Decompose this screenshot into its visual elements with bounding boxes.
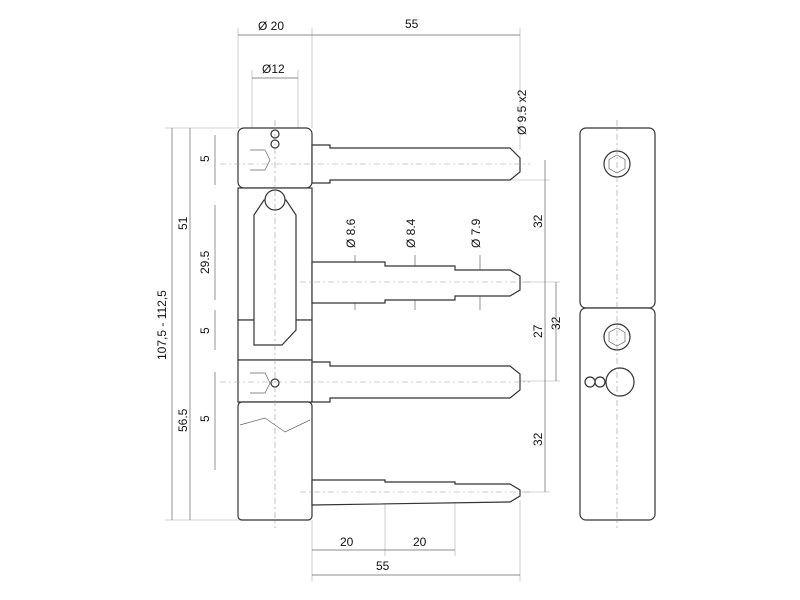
dim-spacing-1: 32 <box>531 214 545 228</box>
dim-pin-diameter: Ø 9.5 x2 <box>515 89 529 135</box>
dim-spacing-4: 32 <box>531 432 545 446</box>
dim-upper-height: 51 <box>176 216 190 230</box>
dim-bottom-length: 55 <box>376 559 390 573</box>
dim-pin-d2: Ø 8.4 <box>404 218 418 248</box>
dim-lower-height: 56.5 <box>176 408 190 432</box>
dim-total-height: 107,5 - 112,5 <box>155 290 169 360</box>
dim-inner-diameter: Ø12 <box>262 62 285 76</box>
dim-top-length: 55 <box>405 17 419 31</box>
extension-lines <box>165 28 560 582</box>
dim-body-diameter: Ø 20 <box>258 19 284 33</box>
dim-spacing-2: 27 <box>531 324 545 338</box>
dim-pin-d3: Ø 7.9 <box>469 218 483 248</box>
dim-spacing-3: 32 <box>549 316 563 330</box>
dim-bottom-seg1: 20 <box>340 535 354 549</box>
hinge-front-view <box>220 120 530 528</box>
dim-29-5: 29.5 <box>198 250 212 274</box>
dim-5-a: 5 <box>198 155 212 162</box>
dim-5-b: 5 <box>198 327 212 334</box>
dim-5-c: 5 <box>198 415 212 422</box>
dim-bottom-seg2: 20 <box>413 535 427 549</box>
dim-pin-d1: Ø 8.6 <box>344 218 358 248</box>
hinge-side-view <box>579 120 656 528</box>
